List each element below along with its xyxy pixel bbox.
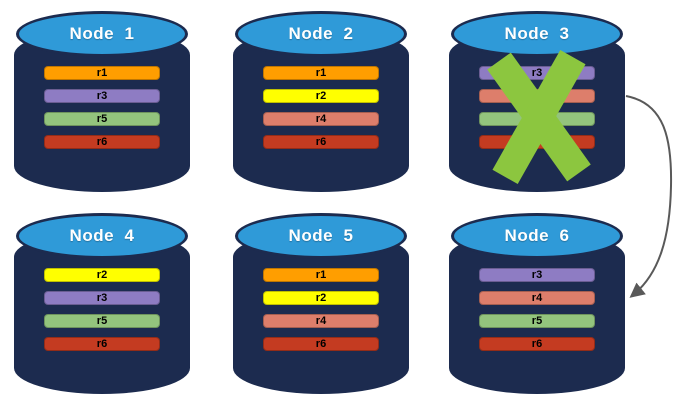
node-2-replica-list: r1 r2 r4 r6 <box>233 66 409 149</box>
replica-label: r6 <box>531 337 543 350</box>
replica-label: r2 <box>96 268 108 281</box>
node-6-cylinder-top: Node 6 <box>451 213 623 259</box>
node-1-replica-list: r1 r3 r5 r6 <box>14 66 190 149</box>
replica-label: r5 <box>531 314 543 327</box>
replica-bar: r2 <box>44 268 160 282</box>
replica-label: r1 <box>315 268 327 281</box>
replica-bar: r4 <box>263 112 379 126</box>
replica-bar: r5 <box>44 314 160 328</box>
node-5-title: Node 5 <box>288 226 354 245</box>
replica-bar: r1 <box>263 268 379 282</box>
replica-label: r5 <box>96 112 108 125</box>
replica-bar: r6 <box>263 135 379 149</box>
replica-bar: r5 <box>479 314 595 328</box>
replica-label: r1 <box>96 66 108 79</box>
node-3-cylinder-top: Node 3 <box>451 11 623 57</box>
node-4-title: Node 4 <box>69 226 135 245</box>
replica-bar: r3 <box>479 268 595 282</box>
x-stroke <box>492 49 586 185</box>
node-1-cylinder-top: Node 1 <box>16 11 188 57</box>
replica-bar: r4 <box>263 314 379 328</box>
replica-label: r3 <box>96 89 108 102</box>
replica-label: r6 <box>96 135 108 148</box>
replica-bar: r2 <box>263 89 379 103</box>
node-2: Node 2 r1 r2 r4 r6 <box>233 11 409 192</box>
replica-bar: r1 <box>263 66 379 80</box>
node-2-title: Node 2 <box>288 24 354 43</box>
node-3-title: Node 3 <box>504 24 570 43</box>
replica-bar: r2 <box>263 291 379 305</box>
replica-label: r2 <box>315 291 327 304</box>
node-6-replica-list: r3 r4 r5 r6 <box>449 268 625 351</box>
node-5-cylinder-top: Node 5 <box>235 213 407 259</box>
node-1-title: Node 1 <box>69 24 135 43</box>
replica-bar: r3 <box>44 89 160 103</box>
replica-bar: r1 <box>44 66 160 80</box>
replica-bar: r6 <box>263 337 379 351</box>
replica-label: r2 <box>315 89 327 102</box>
replica-label: r1 <box>315 66 327 79</box>
node-4-cylinder-top: Node 4 <box>16 213 188 259</box>
replica-label: r3 <box>96 291 108 304</box>
replica-label: r4 <box>315 112 327 125</box>
node-1: Node 1 r1 r3 r5 r6 <box>14 11 190 192</box>
replica-bar: r3 <box>44 291 160 305</box>
node-5: Node 5 r1 r2 r4 r6 <box>233 213 409 394</box>
replica-bar: r6 <box>44 337 160 351</box>
node-4: Node 4 r2 r3 r5 r6 <box>14 213 190 394</box>
failure-x-icon <box>482 47 597 186</box>
replica-bar: r4 <box>479 291 595 305</box>
replica-label: r3 <box>531 66 543 79</box>
replica-label: r6 <box>96 337 108 350</box>
replica-label: r6 <box>315 337 327 350</box>
node-6-title: Node 6 <box>504 226 570 245</box>
replica-label: r3 <box>531 268 543 281</box>
replica-bar: r5 <box>44 112 160 126</box>
arrow-curve <box>625 95 673 298</box>
node-4-replica-list: r2 r3 r5 r6 <box>14 268 190 351</box>
replica-label: r4 <box>531 291 543 304</box>
replica-label: r4 <box>315 314 327 327</box>
replica-label: r5 <box>96 314 108 327</box>
node-6: Node 6 r3 r4 r5 r6 <box>449 213 625 394</box>
node-5-replica-list: r1 r2 r4 r6 <box>233 268 409 351</box>
replica-label: r6 <box>315 135 327 148</box>
replica-bar: r6 <box>479 337 595 351</box>
replica-bar: r6 <box>44 135 160 149</box>
node-3: Node 3 r3 <box>449 11 625 192</box>
node-2-cylinder-top: Node 2 <box>235 11 407 57</box>
